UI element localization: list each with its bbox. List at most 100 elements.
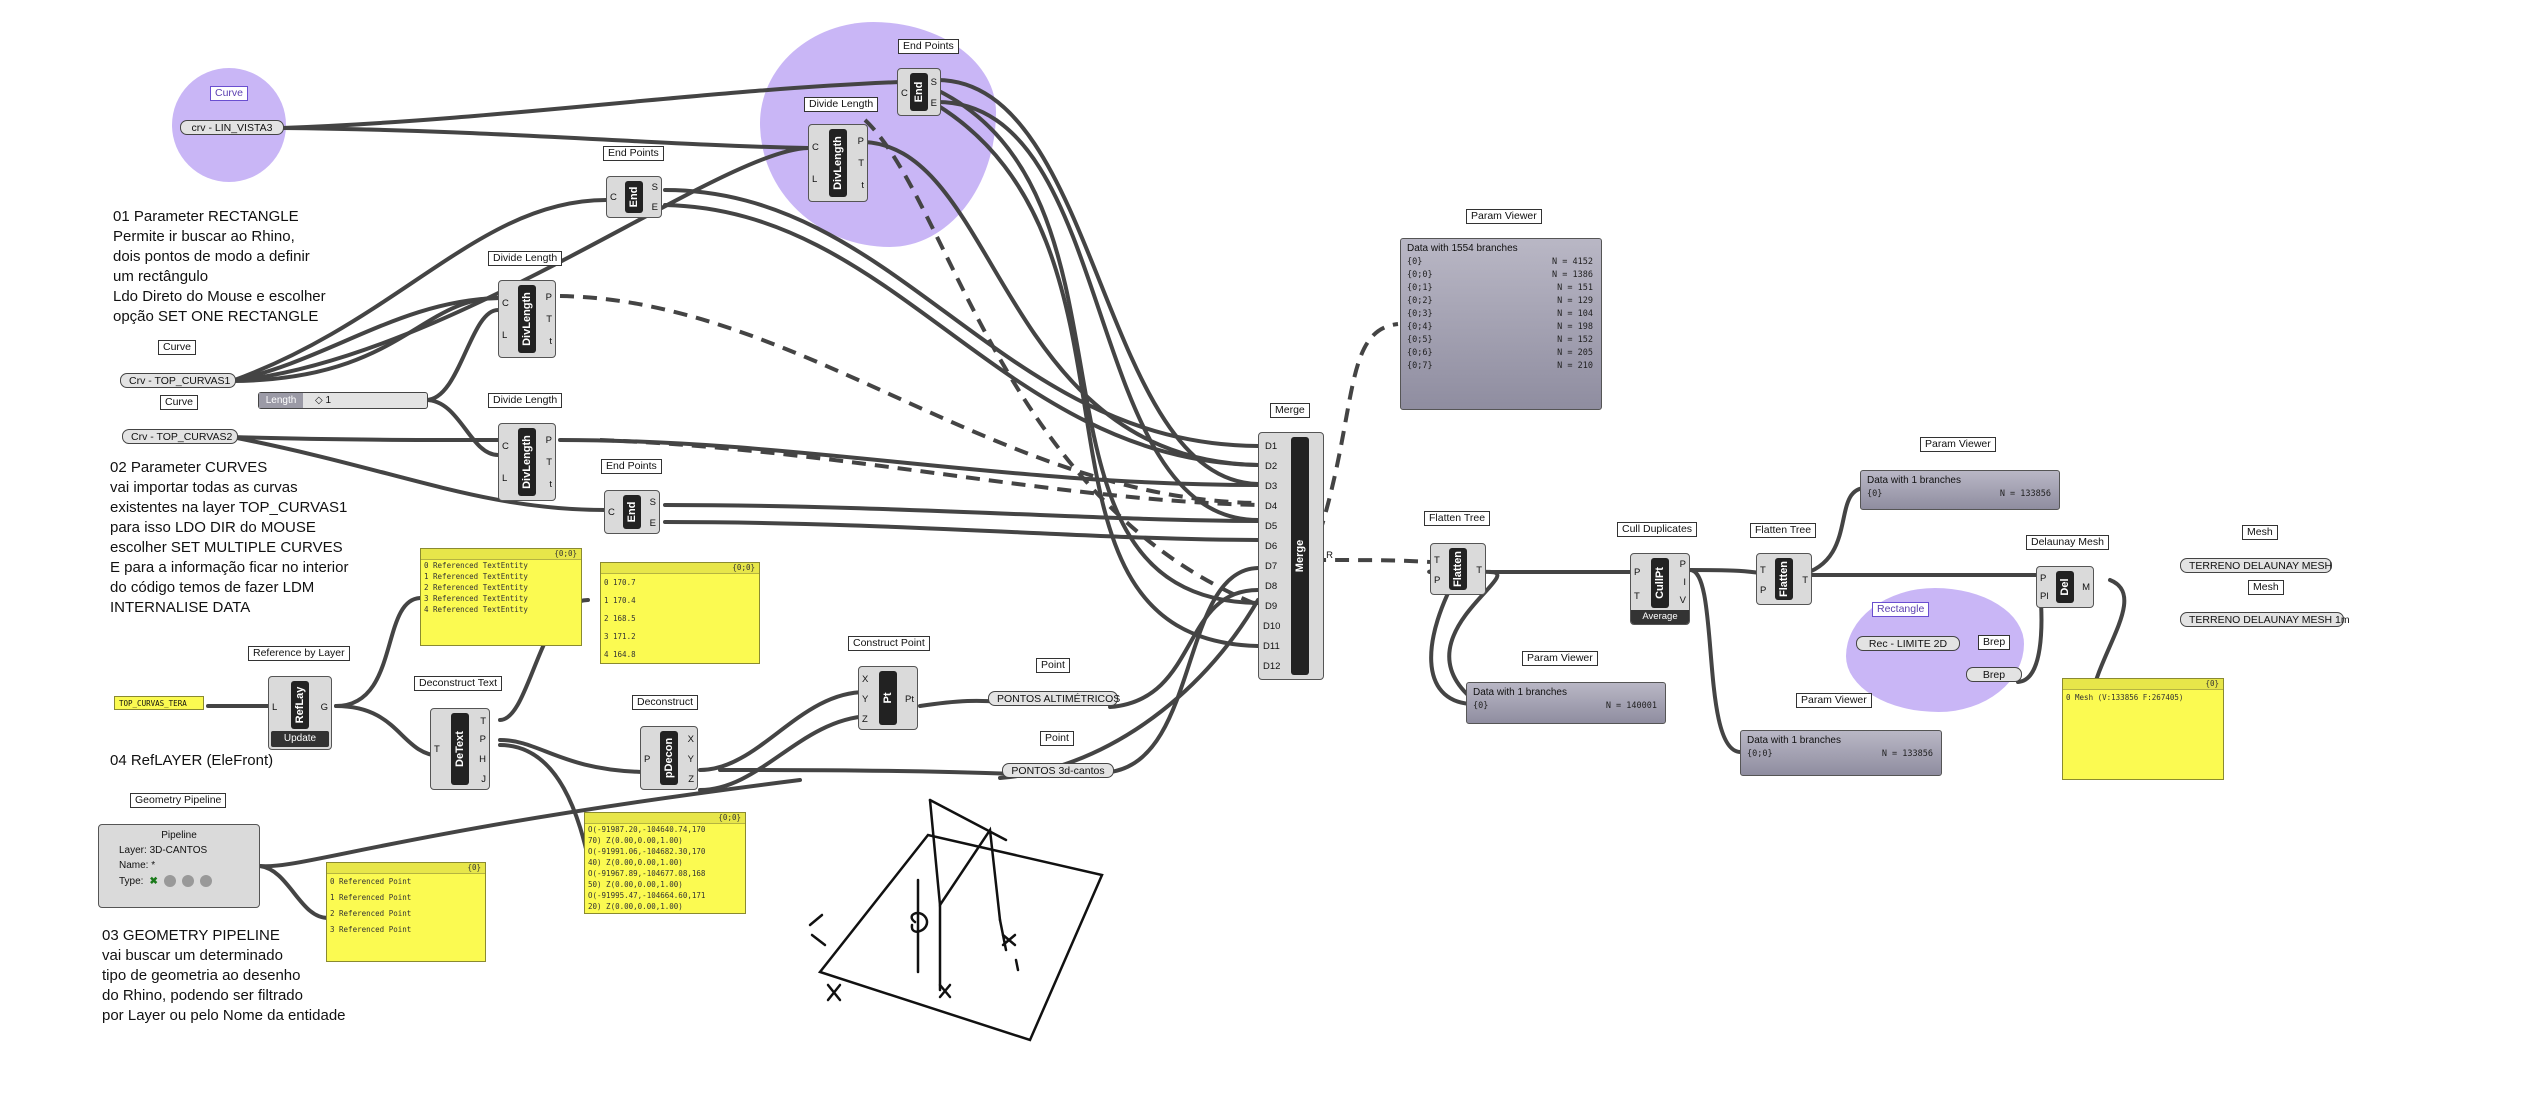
panel-row: 4 164.8 <box>604 650 636 659</box>
viewer-row: {0;4}N = 198 <box>1401 321 1601 334</box>
tag-param-viewer: Param Viewer <box>1796 693 1872 708</box>
update-button[interactable]: Update <box>271 731 329 747</box>
divide-length-component[interactable]: DivLength C L P T t <box>498 280 556 358</box>
component-label: pDecon <box>663 737 675 779</box>
viewer-path: {0} <box>1407 257 1423 267</box>
wire <box>663 520 1260 542</box>
merge-port-d8: D8 <box>1265 581 1278 592</box>
component-label: End <box>628 186 640 208</box>
curve-param-lin-vista3[interactable]: crv - LIN_VISTA3 <box>180 120 284 135</box>
note-line: do Rhino, podendo ser filtrado <box>102 987 303 1004</box>
panel-row: 2 Referenced TextEntity <box>424 583 528 592</box>
geometry-type-icon[interactable] <box>163 875 176 887</box>
point-param-altimetricos[interactable]: PONTOS ALTIMÉTRICOS <box>988 691 1120 706</box>
viewer-path: {0} <box>1867 489 1883 499</box>
merge-component[interactable]: Merge D1 D2 D3 D4 D5 D6 D7 D8 D9 D10 D11… <box>1258 432 1333 680</box>
layer-name-panel[interactable]: TOP_CURVAS_TERA <box>114 696 204 710</box>
port-p: P <box>2040 573 2047 584</box>
panel-mesh-info[interactable]: {0} 0 Mesh (V:133856 F:267405) <box>2062 678 2224 780</box>
length-slider[interactable]: Length ◇ 1 <box>258 392 428 409</box>
wire <box>558 438 1260 487</box>
wire <box>230 296 502 383</box>
port-c: C <box>502 298 509 309</box>
mesh-param-terreno-1m[interactable]: TERRENO DELAUNAY MESH 1m <box>2180 612 2350 627</box>
wire <box>258 778 802 869</box>
divide-length-component[interactable]: DivLength C L P T t <box>498 423 556 501</box>
merge-port-d10: D10 <box>1263 621 1281 632</box>
viewer-count: N = 152 <box>1557 335 1593 345</box>
brep-param[interactable]: Brep <box>1966 667 2022 682</box>
note-line: existentes na layer TOP_CURVAS1 <box>110 499 348 516</box>
end-points-component[interactable]: End C S E <box>604 490 660 534</box>
component-body: Merge <box>1291 437 1309 675</box>
end-points-component[interactable]: End C S E <box>606 176 662 218</box>
panel-row: 2 Referenced Point <box>330 909 412 918</box>
divide-length-component[interactable]: DivLength C L P T t <box>808 124 868 202</box>
port-v: V <box>1679 595 1686 606</box>
port-s: S <box>651 182 658 193</box>
panel-referenced-points[interactable]: {0} 0 Referenced Point 1 Referenced Poin… <box>326 862 486 962</box>
geometry-pipeline-component[interactable]: Pipeline Layer: 3D-CANTOS Name: * Type: … <box>98 824 260 908</box>
component-body: End <box>625 181 643 213</box>
component-body: pDecon <box>660 731 678 785</box>
port-z: Z <box>862 714 868 725</box>
panel-heights[interactable]: {0;0} 0 170.7 1 170.4 2 168.5 3 171.2 4 … <box>600 562 760 664</box>
geometry-type-icon[interactable] <box>199 875 212 887</box>
reference-by-layer-component[interactable]: RefLay L G Update <box>268 676 332 750</box>
deconstruct-text-component[interactable]: DeText T T P H J <box>430 708 490 790</box>
viewer-row: {0;3}N = 104 <box>1401 308 1601 321</box>
curve-param-top-curvas2[interactable]: Crv - TOP_CURVAS2 <box>122 429 238 444</box>
panel-row: 70) Z(0.00,0.00,1.00) <box>588 836 683 845</box>
component-label: End <box>626 501 638 523</box>
param-viewer-flatten[interactable]: Data with 1 branches {0}N = 140001 <box>1466 682 1666 724</box>
component-label: Flatten <box>1452 550 1464 588</box>
viewer-title: Data with 1 branches <box>1747 735 1841 746</box>
flatten-tree-component[interactable]: Flatten T P T <box>1756 553 1812 605</box>
port-c: C <box>610 192 617 203</box>
tag-divide-length: Divide Length <box>804 97 879 112</box>
viewer-row: {0;5}N = 152 <box>1401 334 1601 347</box>
mesh-param-terreno[interactable]: TERRENO DELAUNAY MESH <box>2180 558 2332 573</box>
wire <box>1798 486 1868 577</box>
viewer-row: {0}N = 4152 <box>1401 256 1601 269</box>
delaunay-mesh-component[interactable]: Del P Pl M <box>2036 566 2094 608</box>
wire <box>334 596 422 708</box>
construct-point-component[interactable]: Pt X Y Z Pt <box>858 666 918 730</box>
merge-port-d12: D12 <box>1263 661 1281 672</box>
check-icon[interactable]: ✖ <box>149 875 158 887</box>
flatten-tree-component[interactable]: Flatten T P T <box>1430 543 1486 595</box>
geometry-type-icon[interactable] <box>181 875 194 887</box>
param-viewer-cull[interactable]: Data with 1 branches {0;0}N = 133856 <box>1740 730 1942 776</box>
rectangle-param[interactable]: Rec - LIMITE 2D <box>1856 636 1960 651</box>
param-viewer-top[interactable]: Data with 1 branches {0}N = 133856 <box>1860 470 2060 510</box>
panel-row: 0 Mesh (V:133856 F:267405) <box>2066 693 2184 702</box>
tag-divide-length: Divide Length <box>488 393 563 408</box>
note-line: por Layer ou pelo Nome da entidade <box>102 1007 346 1024</box>
tag-reference-by-layer: Reference by Layer <box>248 646 350 661</box>
note-line: 03 GEOMETRY PIPELINE <box>102 927 280 944</box>
cull-duplicates-component[interactable]: CullPt P T P I V Average <box>1630 553 1690 625</box>
note-line: dois pontos de modo a definir <box>113 248 310 265</box>
param-viewer-main[interactable]: Data with 1554 branches {0}N = 4152 {0;0… <box>1400 238 1602 410</box>
dashed-wire <box>599 438 1259 507</box>
panel-text-entities[interactable]: {0;0} 0 Referenced TextEntity 1 Referenc… <box>420 548 582 646</box>
wire <box>1688 568 1742 754</box>
wire <box>498 738 646 774</box>
average-mode-label[interactable]: Average <box>1631 610 1689 624</box>
component-label: CullPt <box>1654 567 1666 599</box>
tag-delaunay-mesh: Delaunay Mesh <box>2026 535 2109 550</box>
viewer-count: N = 129 <box>1557 296 1593 306</box>
wire <box>230 435 500 442</box>
panel-planes[interactable]: {0;0} O(-91987.20,-104640.74,170 70) Z(0… <box>584 812 746 914</box>
end-points-component[interactable]: End C S E <box>897 68 941 116</box>
deconstruct-point-component[interactable]: pDecon P X Y Z <box>640 726 698 790</box>
component-body: DivLength <box>829 129 847 197</box>
wire <box>258 864 332 921</box>
point-param-3d-cantos[interactable]: PONTOS 3d-cantos <box>1002 763 1114 778</box>
port-p: P <box>1434 575 1441 586</box>
port-x: X <box>862 674 869 685</box>
curve-param-top-curvas1[interactable]: Crv - TOP_CURVAS1 <box>120 373 236 388</box>
note-line: INTERNALISE DATA <box>110 599 251 616</box>
